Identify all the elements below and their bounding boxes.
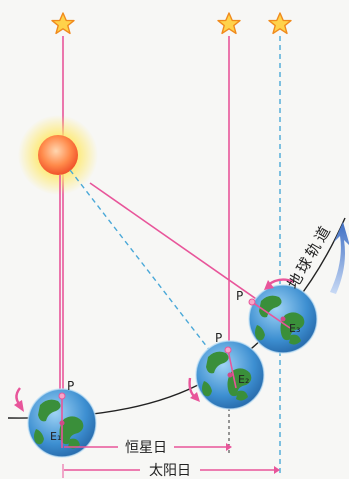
star-icon-left [51,12,75,35]
center-e2 [227,372,233,378]
point-p-e2 [224,346,232,354]
label-p-e3: P [236,289,243,303]
label-e2: E₂ [238,373,249,386]
rotation-arrow-head-e2 [190,392,200,402]
point-p-e3 [248,298,256,306]
solar-day-label: 太阳日 [149,463,191,479]
star-icon-right [268,12,292,35]
center-e1 [59,420,65,426]
sun-icon [18,115,98,195]
label-e3: E₃ [289,322,300,335]
sidereal-day-label: 恒星日 [125,440,167,456]
orbit-direction-arrow-icon [330,222,349,294]
rotation-arrow-head-e1 [14,400,24,412]
label-p-e1: P [67,379,74,393]
label-p-e2: P [215,331,222,345]
sidereal-day-bracket [64,443,232,451]
point-p-e1 [58,392,66,400]
sun-sight-line-e2 [69,169,229,375]
e3-meridian-line [251,301,291,329]
e2-meridian-line [227,349,237,389]
center-e3 [280,316,286,322]
label-e1: E₁ [50,430,61,443]
solar-day-bracket [62,464,280,478]
rotation-arrow-head-e3 [264,280,274,290]
earth-orbit-label: 地球轨道 [284,221,336,292]
star-icon-middle [217,12,241,35]
sun-sight-line-e3 [89,182,273,311]
